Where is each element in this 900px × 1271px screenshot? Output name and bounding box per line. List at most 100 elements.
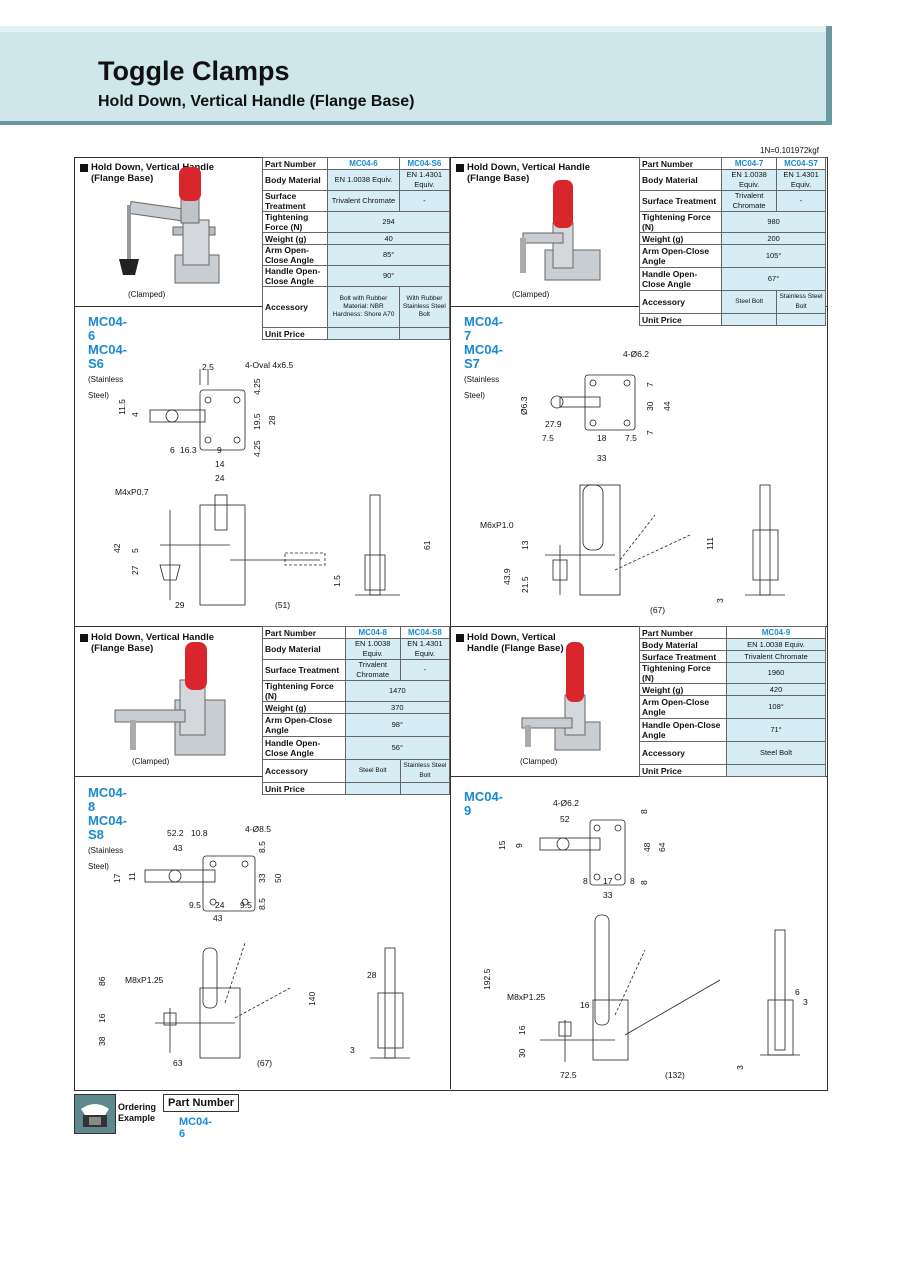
- model-code: MC04-8: [88, 785, 128, 814]
- dim: 16: [580, 1000, 590, 1010]
- dim: 7.5: [542, 433, 554, 443]
- value: 1470: [344, 680, 451, 702]
- dim: 140: [307, 992, 317, 1006]
- dim: 14: [215, 459, 225, 469]
- model-heading: MC04-9: [464, 790, 503, 818]
- catalog-frame: [74, 157, 828, 1091]
- label-accessory: Accessory: [262, 759, 346, 783]
- value: Steel Bolt: [721, 290, 778, 314]
- dim: 15: [497, 840, 507, 850]
- dim: 16: [97, 1013, 107, 1023]
- dim: 4-Ø6.2: [623, 349, 649, 359]
- dim: 17: [603, 876, 613, 886]
- price-cell[interactable]: [327, 327, 400, 340]
- label-accessory: Accessory: [261, 286, 329, 328]
- label-arm-angle: Arm Open-Close Angle: [638, 244, 723, 268]
- dim: 19.5: [252, 413, 262, 430]
- photo-label: Hold Down, Vertical Handle (Flange Base): [456, 632, 587, 654]
- dim: 30: [645, 401, 655, 411]
- part-mc04-s7[interactable]: MC04-S7: [776, 157, 826, 170]
- dim: 48: [642, 842, 652, 852]
- value: 294: [327, 211, 450, 233]
- row-divider-3: [74, 776, 827, 777]
- dim: (51): [275, 600, 290, 610]
- value: Trivalent Chromate: [721, 190, 778, 212]
- dim: 33: [597, 453, 607, 463]
- part-number-example[interactable]: MC04-6: [179, 1116, 213, 1140]
- dim: 9: [217, 445, 222, 455]
- drawing-mc04-6: 2.5 4-Oval 4x6.5 11.5 4 4.25 19.5 28 4.2…: [112, 360, 432, 610]
- dim: 1.5: [332, 575, 342, 587]
- label-weight: Weight (g): [639, 683, 727, 696]
- dim: 7: [645, 430, 655, 435]
- value: Steel Bolt: [726, 741, 826, 765]
- value: EN 1.4301 Equiv.: [398, 169, 451, 191]
- value: Bolt with Rubber Material: NBR Hardness:…: [327, 286, 400, 328]
- model-code: MC04-S8: [88, 813, 128, 842]
- dim: 5: [130, 548, 140, 553]
- value: 56°: [344, 736, 451, 760]
- dim: 42: [112, 543, 122, 553]
- phone-icon: [74, 1094, 116, 1134]
- dim: 4-Ø8.5: [245, 824, 271, 834]
- part-mc04-s6[interactable]: MC04-S6: [398, 157, 451, 170]
- dim: 8: [583, 876, 588, 886]
- dim: 86: [97, 976, 107, 986]
- part-mc04-s8[interactable]: MC04-S8: [399, 626, 451, 639]
- price-cell[interactable]: [721, 313, 778, 326]
- dim: 3: [735, 1065, 745, 1070]
- model-code: MC04-S7: [464, 342, 504, 371]
- label-body-material: Body Material: [638, 169, 723, 191]
- part-mc04-8[interactable]: MC04-8: [344, 626, 401, 639]
- dim: 61: [422, 540, 432, 550]
- price-cell[interactable]: [398, 327, 451, 340]
- dim: 9: [514, 843, 524, 848]
- price-cell[interactable]: [344, 782, 401, 795]
- dim: 17: [112, 873, 122, 883]
- part-mc04-9[interactable]: MC04-9: [726, 626, 826, 639]
- value: 105°: [721, 244, 826, 268]
- dim: 21.5: [520, 576, 530, 593]
- dim: 8: [630, 876, 635, 886]
- dim: 8: [639, 880, 649, 885]
- label-accessory: Accessory: [639, 741, 727, 765]
- dim: 16.3: [180, 445, 197, 455]
- clamped-caption: (Clamped): [512, 290, 550, 299]
- dim: 24: [215, 900, 225, 910]
- row-divider-2: [74, 626, 827, 627]
- value: EN 1.0038 Equiv.: [344, 638, 401, 660]
- dim: 7.5: [625, 433, 637, 443]
- dim: Ø6.3: [519, 396, 529, 415]
- product-photo: [114, 642, 226, 756]
- part-mc04-6[interactable]: MC04-6: [327, 157, 400, 170]
- dim: M8xP1.25: [125, 975, 164, 985]
- price-cell[interactable]: [776, 313, 826, 326]
- dim: 3: [803, 997, 808, 1007]
- price-cell[interactable]: [399, 782, 451, 795]
- dim: 8.5: [257, 841, 267, 853]
- part-mc04-7[interactable]: MC04-7: [721, 157, 778, 170]
- label-tightening-force: Tightening Force (N): [639, 662, 727, 684]
- label-tightening-force: Tightening Force (N): [638, 211, 723, 233]
- dim: 9.5: [189, 900, 201, 910]
- label-handle-angle: Handle Open-Close Angle: [262, 736, 346, 760]
- dim: 43: [213, 913, 223, 923]
- dim: 2.5: [202, 362, 214, 372]
- dim: 4-Oval 4x6.5: [245, 360, 293, 370]
- dim: 6: [795, 987, 800, 997]
- value: -: [398, 190, 451, 212]
- price-cell[interactable]: [726, 764, 826, 777]
- value: 980: [721, 211, 826, 233]
- label-surface-treatment: Surface Treatment: [262, 659, 346, 681]
- model-code: MC04-9: [464, 789, 504, 818]
- dim: 11: [127, 872, 137, 881]
- value: Steel Bolt: [344, 759, 401, 783]
- dim: 38: [97, 1036, 107, 1046]
- dim: 18: [597, 433, 607, 443]
- value: EN 1.4301 Equiv.: [399, 638, 451, 660]
- dim: 4-Ø6.2: [553, 800, 579, 808]
- value: 370: [344, 701, 451, 714]
- model-heading: MC04-6 MC04-S6 (Stainless Steel): [88, 315, 127, 403]
- dim: 43.9: [502, 568, 512, 585]
- drawing-mc04-7: 4-Ø6.2 Ø6.3 7 30 44 7 27.9 7.5 18 7.5 33…: [480, 349, 785, 615]
